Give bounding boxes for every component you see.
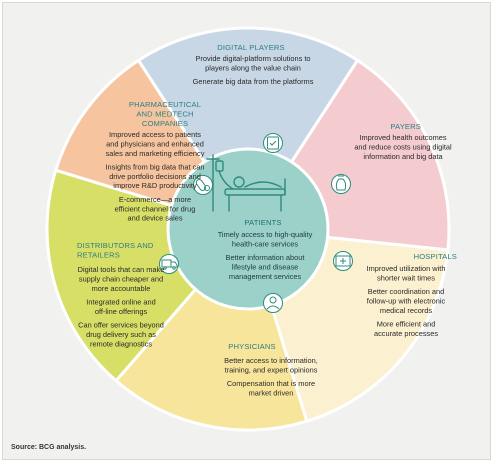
distributors-title-line: DISTRIBUTORS AND [77,241,154,250]
distributors-description-line: drug delivery such as [86,330,156,339]
digital-players-description: Provide digital-platform solutions topla… [193,54,314,86]
pharma-description-line: E-commerce—a more [119,195,191,204]
figure-frame: DIGITAL PLAYERS Provide digital-platform… [2,2,491,460]
pharma-description-line: Insights from big data that can [105,162,204,171]
distributors-description-line: Can offer services beyond [78,321,164,330]
physicians-title: PHYSICIANS [228,342,276,351]
distributors-description-line: more accountable [92,284,151,293]
payers-description-line: information and big data [363,152,443,161]
pills-icon [193,175,213,195]
patients-description-line: Timely access to high-quality [218,230,313,239]
pharma-description-line: drive portfolio decisions and [109,172,201,181]
truck-icon [159,254,179,274]
payers-title: PAYERS [390,122,421,131]
distributors-description-line: Digital tools that can make [78,265,165,274]
pharma-title-line: COMPANIES [142,119,188,128]
digital-players-description-line: Generate big data from the platforms [193,77,314,86]
digital-segment [136,26,360,232]
patients-description-line: Better information about [226,253,305,262]
patients-description-line: management services [229,272,302,281]
digital-players-title: DIGITAL PLAYERS [217,43,285,52]
source-note: Source: BCG analysis. [11,444,87,451]
patients-title: PATIENTS [244,218,281,227]
distributors-title-line: RETAILERS [77,250,120,259]
hospitals-description-line: medical records [380,306,432,315]
hospital-icon [333,251,353,271]
hospitals-description-line: follow-up with electronic [367,296,446,305]
digital-players-description-line: players along the value chain [205,63,301,72]
money-bag-icon [331,174,351,194]
pharma-description-line: and device sales [127,214,182,223]
distributors-description-line: supply chain cheaper and [79,274,163,283]
pharma-description-line: sales and marketing efficiency [106,149,205,158]
distributors-description-line: Integrated online and [86,297,155,306]
hospitals-title: HOSPITALS [414,252,457,261]
doctor-icon [263,293,283,313]
hospital-bed-icon [206,154,286,212]
pharma-description-line: and physicians and enhanced [106,139,204,148]
pharma-title-line: AND MEDTECH [136,109,193,118]
value-chain-wheel: DIGITAL PLAYERS Provide digital-platform… [45,26,457,432]
digital-players-description-line: Provide digital-platform solutions to [195,54,310,63]
pharma-title-line: PHARMACEUTICAL [129,100,201,109]
hospitals-description-line: shorter wait times [377,273,435,282]
payers-description-line: and reduce costs using digital [354,142,452,151]
pharma-description-line: efficient channel for drug [115,204,196,213]
hospitals-description-line: Improved utilization with [367,264,446,273]
physicians-description-line: Better access to information, [224,356,318,365]
pharma-description-line: Improved access to patients [109,130,201,139]
distributors-description-line: remote diagnostics [90,339,152,348]
physicians-description-line: Compensation that is more [227,379,315,388]
pharma-description-line: improve R&D productivity [113,181,197,190]
patients-description-line: lifestyle and disease [232,262,299,271]
physicians-description-line: market driven [249,388,294,397]
hospitals-description-line: More efficient and [377,320,436,329]
patients-description: Timely access to high-qualityhealth-care… [218,230,313,281]
hospitals-description-line: accurate processes [374,329,438,338]
distributors-description-line: off-line offerings [95,307,148,316]
hospitals-description-line: Better coordination and [368,287,444,296]
payers-description-line: Improved health outcomes [359,133,446,142]
patients-description-line: health-care services [232,239,298,248]
server-icon [263,133,283,153]
physicians-description-line: training, and expert opinions [225,365,318,374]
physicians-description: Better access to information,training, a… [224,356,318,397]
